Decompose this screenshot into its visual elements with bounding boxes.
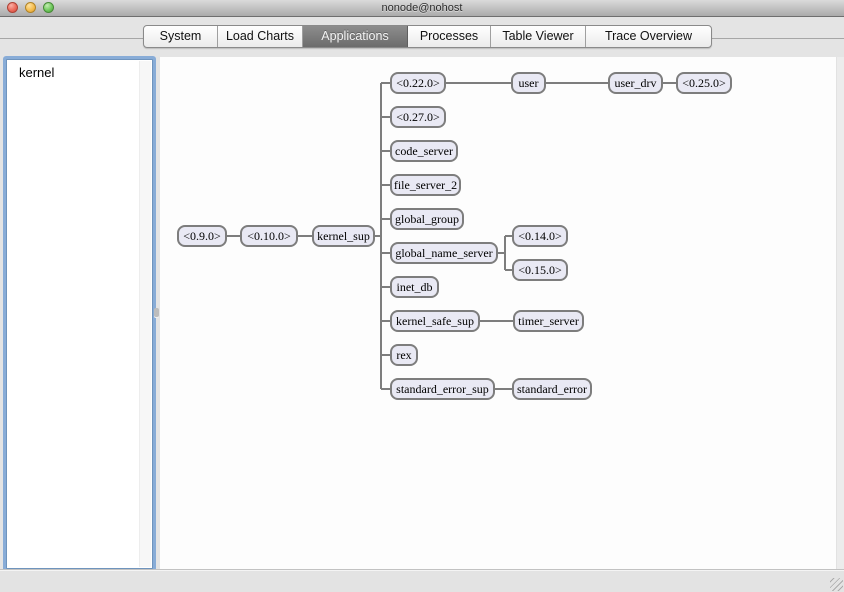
tree-node-file_server_2[interactable]: file_server_2	[390, 174, 461, 196]
tree-node-p14[interactable]: <0.14.0>	[512, 225, 568, 247]
tree-node-p10[interactable]: <0.10.0>	[240, 225, 298, 247]
tree-node-code_server[interactable]: code_server	[390, 140, 458, 162]
tab-table-viewer[interactable]: Table Viewer	[491, 26, 586, 47]
tab-processes[interactable]: Processes	[408, 26, 491, 47]
tab-load-charts[interactable]: Load Charts	[218, 26, 303, 47]
sidebar-scrollbar-gutter	[139, 61, 151, 567]
tree-node-user[interactable]: user	[511, 72, 546, 94]
titlebar[interactable]: nonode@nohost	[0, 0, 844, 17]
close-icon[interactable]	[7, 2, 18, 13]
tab-system[interactable]: System	[144, 26, 218, 47]
canvas-scrollbar-gutter	[836, 57, 844, 569]
minimize-icon[interactable]	[25, 2, 36, 13]
app-tree-canvas	[160, 57, 844, 569]
traffic-lights	[7, 2, 54, 13]
tree-node-p25[interactable]: <0.25.0>	[676, 72, 732, 94]
tree-node-standard_error_sup[interactable]: standard_error_sup	[390, 378, 495, 400]
tree-node-global_group[interactable]: global_group	[390, 208, 464, 230]
tree-node-timer_server[interactable]: timer_server	[513, 310, 584, 332]
status-bar	[0, 569, 844, 592]
tree-node-p9[interactable]: <0.9.0>	[177, 225, 227, 247]
tab-applications[interactable]: Applications	[303, 26, 408, 47]
tree-node-p27[interactable]: <0.27.0>	[390, 106, 446, 128]
tree-node-standard_error[interactable]: standard_error	[512, 378, 592, 400]
resize-grip-icon[interactable]	[830, 578, 843, 591]
tree-node-p15[interactable]: <0.15.0>	[512, 259, 568, 281]
tree-node-inet_db[interactable]: inet_db	[390, 276, 439, 298]
zoom-icon[interactable]	[43, 2, 54, 13]
tree-node-p22[interactable]: <0.22.0>	[390, 72, 446, 94]
window-title: nonode@nohost	[381, 2, 463, 14]
applications-list[interactable]: kernel	[6, 59, 153, 569]
tree-node-user_drv[interactable]: user_drv	[608, 72, 663, 94]
tree-node-kernel_sup[interactable]: kernel_sup	[312, 225, 375, 247]
list-item-kernel[interactable]: kernel	[19, 65, 55, 80]
tree-node-global_name_server[interactable]: global_name_server	[390, 242, 498, 264]
tab-trace-overview[interactable]: Trace Overview	[604, 29, 693, 43]
tree-node-kernel_safe_sup[interactable]: kernel_safe_sup	[390, 310, 480, 332]
splitter-handle[interactable]	[154, 308, 159, 317]
tree-node-rex[interactable]: rex	[390, 344, 418, 366]
